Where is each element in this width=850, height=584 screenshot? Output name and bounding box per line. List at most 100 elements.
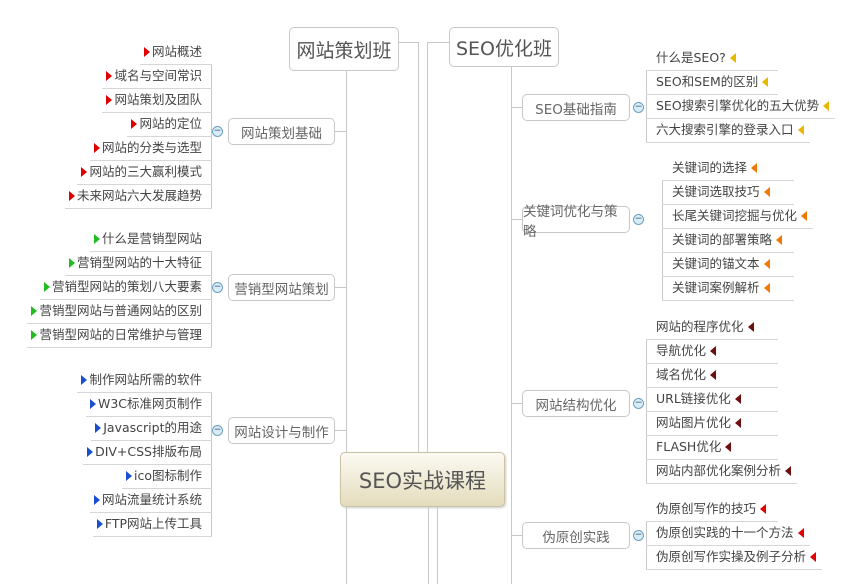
group-node[interactable]: 网站设计与制作 bbox=[228, 417, 335, 444]
leaf-item[interactable]: 营销型网站的策划八大要素 bbox=[39, 276, 212, 300]
leaf-item[interactable]: 域名优化 bbox=[646, 364, 778, 388]
arrow-right-icon bbox=[89, 399, 96, 409]
arrow-left-icon bbox=[801, 211, 808, 221]
leaf-item[interactable]: SEO搜索引擎优化的五大优势 bbox=[646, 95, 836, 119]
leaf-item[interactable]: 网站的程序优化 bbox=[646, 316, 778, 340]
arrow-right-icon bbox=[68, 258, 75, 268]
arrow-left-icon bbox=[810, 552, 817, 562]
leaf-item[interactable]: 导航优化 bbox=[646, 340, 778, 364]
leaf-item[interactable]: 营销型网站的十大特征 bbox=[64, 252, 212, 276]
root-node[interactable]: SEO实战课程 bbox=[340, 452, 505, 507]
arrow-right-icon bbox=[96, 519, 103, 529]
group-node[interactable]: 网站结构优化 bbox=[522, 390, 630, 417]
connector bbox=[398, 42, 418, 43]
arrow-left-icon bbox=[763, 283, 770, 293]
arrow-right-icon bbox=[87, 447, 94, 457]
leaf-item[interactable]: 营销型网站的日常维护与管理 bbox=[27, 324, 212, 348]
collapse-toggle-icon[interactable]: − bbox=[633, 214, 644, 225]
connector bbox=[511, 107, 522, 108]
leaf-item[interactable]: 关键词的选择 bbox=[662, 157, 794, 181]
leaf-label: 营销型网站的日常维护与管理 bbox=[39, 327, 202, 342]
leaf-item[interactable]: 关键词选取技巧 bbox=[662, 181, 794, 205]
arrow-left-icon bbox=[763, 259, 770, 269]
arrow-right-icon bbox=[31, 330, 38, 340]
leaf-item[interactable]: 伪原创写作实操及例子分析 bbox=[646, 546, 823, 570]
leaf-label: 网站策划及团队 bbox=[114, 92, 202, 107]
leaf-item[interactable]: 关键词的部署策略 bbox=[662, 229, 794, 253]
arrow-left-icon bbox=[763, 187, 770, 197]
leaf-item[interactable]: 网站的定位 bbox=[127, 113, 212, 137]
leaf-item[interactable]: 网站流量统计系统 bbox=[89, 489, 212, 513]
arrow-left-icon bbox=[747, 322, 754, 332]
right-branch-title[interactable]: SEO优化班 bbox=[449, 27, 559, 67]
connector bbox=[511, 66, 512, 584]
arrow-left-icon bbox=[751, 163, 758, 173]
leaf-item[interactable]: 网站图片优化 bbox=[646, 412, 778, 436]
arrow-left-icon bbox=[725, 442, 732, 452]
leaf-item[interactable]: Javascript的用途 bbox=[91, 417, 212, 441]
connector bbox=[334, 430, 346, 431]
leaf-item[interactable]: 长尾关键词挖掘与优化 bbox=[662, 205, 814, 229]
leaf-item[interactable]: FTP网站上传工具 bbox=[92, 513, 212, 537]
connector bbox=[428, 507, 429, 584]
collapse-toggle-icon[interactable]: − bbox=[212, 425, 223, 436]
leaf-item[interactable]: SEO和SEM的区别 bbox=[646, 71, 778, 95]
leaf-label: FTP网站上传工具 bbox=[104, 516, 202, 531]
collapse-toggle-icon[interactable]: − bbox=[633, 398, 644, 409]
leaf-item[interactable]: 六大搜索引擎的登录入口 bbox=[646, 119, 810, 143]
arrow-left-icon bbox=[797, 528, 804, 538]
arrow-left-icon bbox=[729, 53, 736, 63]
leaf-item[interactable]: 营销型网站与普通网站的区别 bbox=[27, 300, 212, 324]
arrow-left-icon bbox=[785, 466, 792, 476]
leaf-item[interactable]: URL链接优化 bbox=[646, 388, 778, 412]
collapse-toggle-icon[interactable]: − bbox=[212, 126, 223, 137]
leaf-item[interactable]: DIV+CSS排版布局 bbox=[83, 441, 212, 465]
arrow-left-icon bbox=[776, 235, 783, 245]
group-node[interactable]: SEO基础指南 bbox=[522, 94, 630, 121]
leaf-item[interactable]: FLASH优化 bbox=[646, 436, 778, 460]
leaf-label: 制作网站所需的软件 bbox=[89, 372, 202, 387]
leaf-item[interactable]: 网站策划及团队 bbox=[102, 89, 212, 113]
leaf-item[interactable]: 网站概述 bbox=[139, 41, 212, 65]
leaf-label: SEO搜索引擎优化的五大优势 bbox=[656, 98, 820, 113]
arrow-right-icon bbox=[43, 282, 50, 292]
leaf-item[interactable]: 关键词的锚文本 bbox=[662, 253, 794, 277]
leaf-label: 网站内部优化案例分析 bbox=[656, 463, 782, 478]
leaf-item[interactable]: 未来网站六大发展趋势 bbox=[64, 185, 212, 209]
leaf-item[interactable]: 关键词案例解析 bbox=[662, 277, 794, 301]
leaf-label: 网站的分类与选型 bbox=[101, 140, 202, 155]
group-node[interactable]: 关键词优化与策略 bbox=[522, 204, 630, 240]
collapse-toggle-icon[interactable]: − bbox=[633, 530, 644, 541]
leaf-label: 未来网站六大发展趋势 bbox=[76, 188, 202, 203]
arrow-left-icon bbox=[760, 504, 767, 514]
leaf-item[interactable]: 网站的分类与选型 bbox=[89, 137, 212, 161]
connector bbox=[334, 287, 346, 288]
leaf-label: 伪原创实践的十一个方法 bbox=[656, 525, 794, 540]
leaf-item[interactable]: 网站的三大赢利模式 bbox=[77, 161, 212, 185]
leaf-item[interactable]: 域名与空间常识 bbox=[102, 65, 212, 89]
leaf-label: 营销型网站的十大特征 bbox=[76, 255, 202, 270]
collapse-toggle-icon[interactable]: − bbox=[212, 282, 223, 293]
left-branch-title[interactable]: 网站策划班 bbox=[289, 27, 399, 71]
leaf-item[interactable]: 什么是SEO? bbox=[646, 47, 778, 71]
leaf-label: Javascript的用途 bbox=[103, 420, 202, 435]
connector bbox=[511, 535, 522, 536]
connector bbox=[511, 219, 522, 220]
leaf-label: W3C标准网页制作 bbox=[97, 396, 202, 411]
leaf-item[interactable]: 制作网站所需的软件 bbox=[77, 369, 212, 393]
leaf-item[interactable]: 什么是营销型网站 bbox=[89, 228, 212, 252]
group-node[interactable]: 伪原创实践 bbox=[522, 522, 630, 549]
leaf-label: 域名与空间常识 bbox=[114, 68, 202, 83]
group-node[interactable]: 网站策划基础 bbox=[228, 118, 335, 145]
leaf-label: 六大搜索引擎的登录入口 bbox=[656, 122, 794, 137]
leaf-item[interactable]: 伪原创实践的十一个方法 bbox=[646, 522, 810, 546]
leaf-label: 关键词案例解析 bbox=[672, 280, 760, 295]
leaf-item[interactable]: ico图标制作 bbox=[122, 465, 212, 489]
leaf-item[interactable]: 伪原创写作的技巧 bbox=[646, 498, 778, 522]
leaf-item[interactable]: W3C标准网页制作 bbox=[85, 393, 212, 417]
arrow-right-icon bbox=[31, 306, 38, 316]
collapse-toggle-icon[interactable]: − bbox=[633, 102, 644, 113]
leaf-label: 网站的程序优化 bbox=[656, 319, 744, 334]
group-node[interactable]: 营销型网站策划 bbox=[228, 274, 335, 301]
leaf-item[interactable]: 网站内部优化案例分析 bbox=[646, 460, 798, 484]
